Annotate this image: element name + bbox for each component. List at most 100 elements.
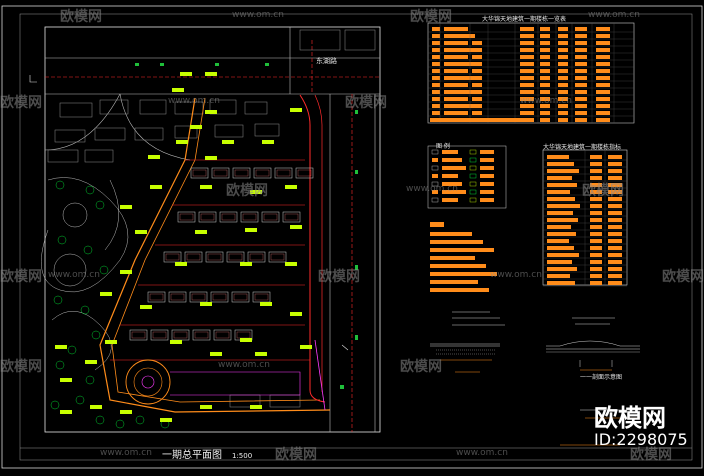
landscape-park — [41, 177, 129, 371]
building-label-tag — [290, 225, 302, 229]
tree-symbol — [57, 235, 67, 245]
table-cell — [575, 55, 587, 59]
building-label-tag — [60, 378, 72, 382]
table-cell — [540, 48, 550, 52]
legend-symbol — [469, 189, 477, 195]
building-block — [232, 167, 251, 179]
building-label-tag — [140, 305, 152, 309]
building-block — [189, 291, 208, 303]
building-outline — [234, 169, 249, 177]
legend-symbol — [469, 165, 477, 171]
table-cell — [444, 48, 475, 52]
watermark-logo: 欧模网 — [582, 183, 624, 199]
table-total-cell — [430, 118, 526, 122]
table-cell — [590, 197, 602, 201]
table-cell — [540, 76, 550, 80]
table-cell — [596, 111, 610, 115]
table-cell — [596, 118, 610, 122]
building-label-tag — [222, 140, 234, 144]
watermark-logo: 欧模网 — [275, 447, 317, 463]
table-cell — [575, 27, 587, 31]
table-cell — [596, 55, 610, 59]
building-label-tag — [105, 340, 117, 344]
table-cell — [547, 281, 575, 285]
building-block — [129, 329, 148, 341]
building-block — [219, 211, 238, 223]
table-cell — [432, 104, 440, 108]
table-cell — [432, 48, 440, 52]
table-cell — [547, 246, 574, 250]
section-label: 一一剖面示意图 — [580, 374, 623, 381]
table-cell — [590, 190, 602, 194]
table-cell — [472, 90, 482, 94]
table-cell — [472, 62, 482, 66]
tree-symbol — [75, 395, 85, 405]
table-cell — [558, 55, 568, 59]
table-cell — [596, 69, 610, 73]
table-cell — [547, 162, 574, 166]
legend-symbol — [469, 157, 477, 163]
table-cell — [540, 90, 550, 94]
legend-text — [442, 158, 462, 162]
table-cell — [432, 111, 440, 115]
table-cell — [540, 97, 550, 101]
table-cell — [575, 90, 587, 94]
table-cell — [472, 41, 482, 45]
legend-text — [480, 174, 494, 178]
table-cell — [432, 97, 440, 101]
building-label-tag — [150, 185, 162, 189]
table-cell — [558, 76, 568, 80]
building-outline — [170, 293, 185, 301]
table-cell — [575, 76, 587, 80]
building-label-tag — [148, 155, 160, 159]
watermark-url: www.om.cn — [490, 270, 542, 280]
table-cell — [590, 239, 602, 243]
table-cell — [547, 232, 576, 236]
table-cell — [596, 90, 610, 94]
table-cell — [472, 97, 482, 101]
building-outline — [200, 213, 215, 221]
brand-logo-text: 欧模网 — [594, 404, 666, 432]
legend-symbol — [432, 174, 438, 178]
table-cell — [590, 267, 602, 271]
table-cell — [547, 190, 570, 194]
building-label-tag — [260, 302, 272, 306]
legend-text — [442, 190, 466, 194]
table-cell — [547, 218, 578, 222]
watermark-logo: 欧模网 — [400, 359, 442, 375]
legend-text — [480, 158, 494, 162]
table-cell — [558, 111, 568, 115]
table-cell — [608, 176, 622, 180]
table-cell — [520, 62, 534, 66]
road-label: 东湖路 — [316, 57, 337, 65]
table-cell — [432, 34, 440, 38]
building-outline — [233, 293, 248, 301]
table-cell — [575, 34, 587, 38]
table-cell — [590, 253, 602, 257]
table-cell — [444, 104, 475, 108]
table-cell — [590, 246, 602, 250]
tree-symbol — [99, 265, 109, 275]
notes-line — [430, 280, 478, 284]
building-block — [184, 251, 203, 263]
legend-text — [442, 166, 466, 170]
table-cell — [540, 104, 550, 108]
building-label-tag — [200, 405, 212, 409]
table-cell — [472, 48, 482, 52]
building-outline — [165, 253, 180, 261]
building-outline — [149, 293, 164, 301]
building-label-tag — [200, 185, 212, 189]
legend-symbol — [469, 181, 477, 187]
building-outline — [236, 331, 251, 339]
tree-symbol — [95, 415, 105, 425]
tree-symbol — [53, 295, 63, 305]
table-cell — [547, 260, 572, 264]
building-label-tag — [60, 410, 72, 414]
table-cell — [444, 97, 468, 101]
table-cell — [590, 218, 602, 222]
legend-panel — [427, 145, 507, 209]
table-cell — [520, 90, 534, 94]
table-cell — [472, 83, 482, 87]
legend-text — [442, 150, 458, 154]
watermark-logo: 欧模网 — [318, 269, 360, 285]
